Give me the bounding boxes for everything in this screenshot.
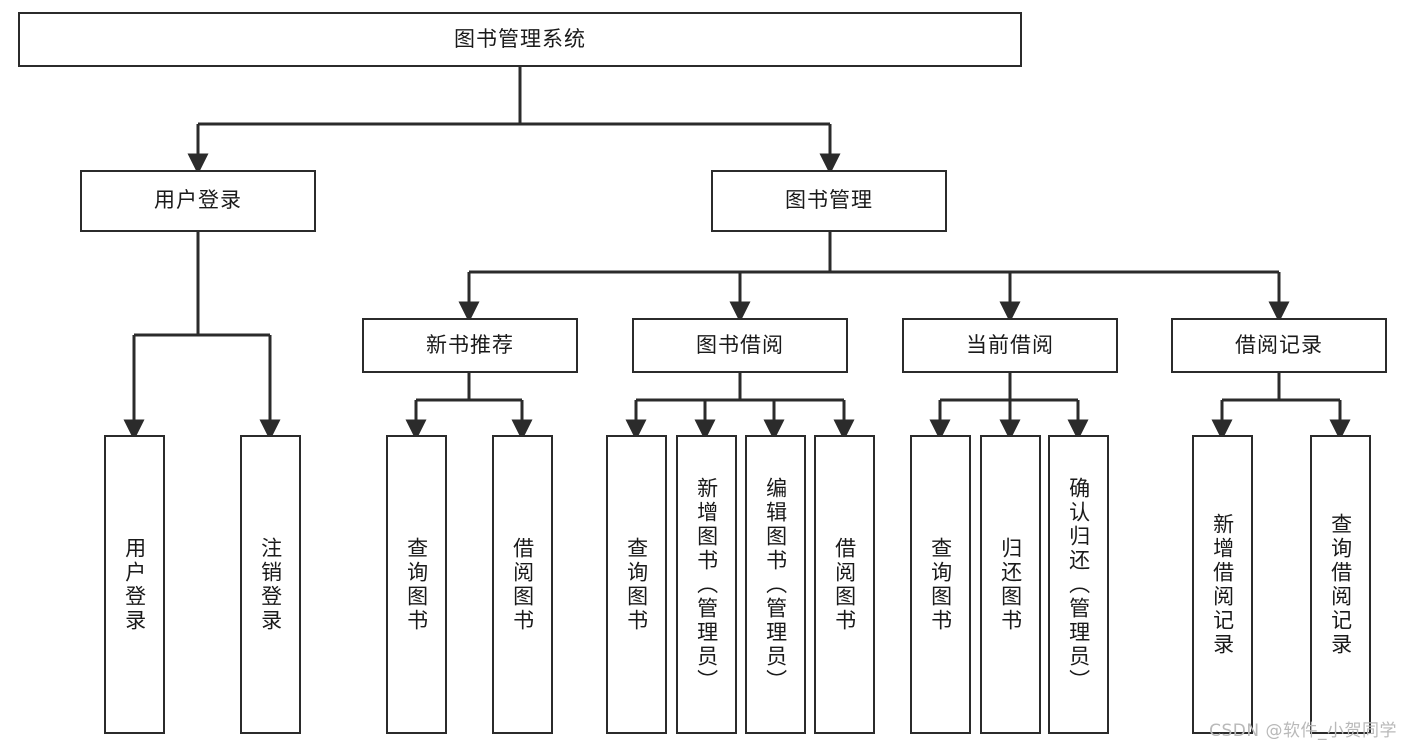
node-book-manage[interactable]: 图书管理 <box>711 170 947 232</box>
leaf-label: 查询借阅记录 <box>1328 512 1353 657</box>
node-borrow-record[interactable]: 借阅记录 <box>1171 318 1387 373</box>
leaf-label: 归还图书 <box>998 536 1023 633</box>
node-root[interactable]: 图书管理系统 <box>18 12 1022 67</box>
leaf-label: 编辑图书（管理员） <box>763 476 788 693</box>
leaf-add-record[interactable]: 新增借阅记录 <box>1192 435 1253 734</box>
leaf-user-login[interactable]: 用户登录 <box>104 435 165 734</box>
leaf-query-book-3[interactable]: 查询图书 <box>910 435 971 734</box>
leaf-label: 查询图书 <box>624 536 649 633</box>
leaf-label: 确认归还（管理员） <box>1066 476 1091 693</box>
leaf-confirm-return[interactable]: 确认归还（管理员） <box>1048 435 1109 734</box>
leaf-logout[interactable]: 注销登录 <box>240 435 301 734</box>
leaf-edit-book[interactable]: 编辑图书（管理员） <box>745 435 806 734</box>
csdn-watermark: CSDN @软件_小贺同学 <box>1209 721 1397 741</box>
leaf-borrow-book-1[interactable]: 借阅图书 <box>492 435 553 734</box>
leaf-label: 查询图书 <box>928 536 953 633</box>
node-user-login[interactable]: 用户登录 <box>80 170 316 232</box>
leaf-query-book-2[interactable]: 查询图书 <box>606 435 667 734</box>
leaf-label: 用户登录 <box>122 536 147 633</box>
node-new-book-recommend[interactable]: 新书推荐 <box>362 318 578 373</box>
node-book-borrow[interactable]: 图书借阅 <box>632 318 848 373</box>
leaf-query-book-1[interactable]: 查询图书 <box>386 435 447 734</box>
node-current-borrow[interactable]: 当前借阅 <box>902 318 1118 373</box>
leaf-add-book[interactable]: 新增图书（管理员） <box>676 435 737 734</box>
leaf-return-book[interactable]: 归还图书 <box>980 435 1041 734</box>
leaf-label: 借阅图书 <box>832 536 857 633</box>
leaf-query-record[interactable]: 查询借阅记录 <box>1310 435 1371 734</box>
leaf-label: 注销登录 <box>258 536 283 633</box>
leaf-label: 借阅图书 <box>510 536 535 633</box>
leaf-borrow-book-2[interactable]: 借阅图书 <box>814 435 875 734</box>
leaf-label: 新增图书（管理员） <box>694 476 719 693</box>
leaf-label: 查询图书 <box>404 536 429 633</box>
leaf-label: 新增借阅记录 <box>1210 512 1235 657</box>
